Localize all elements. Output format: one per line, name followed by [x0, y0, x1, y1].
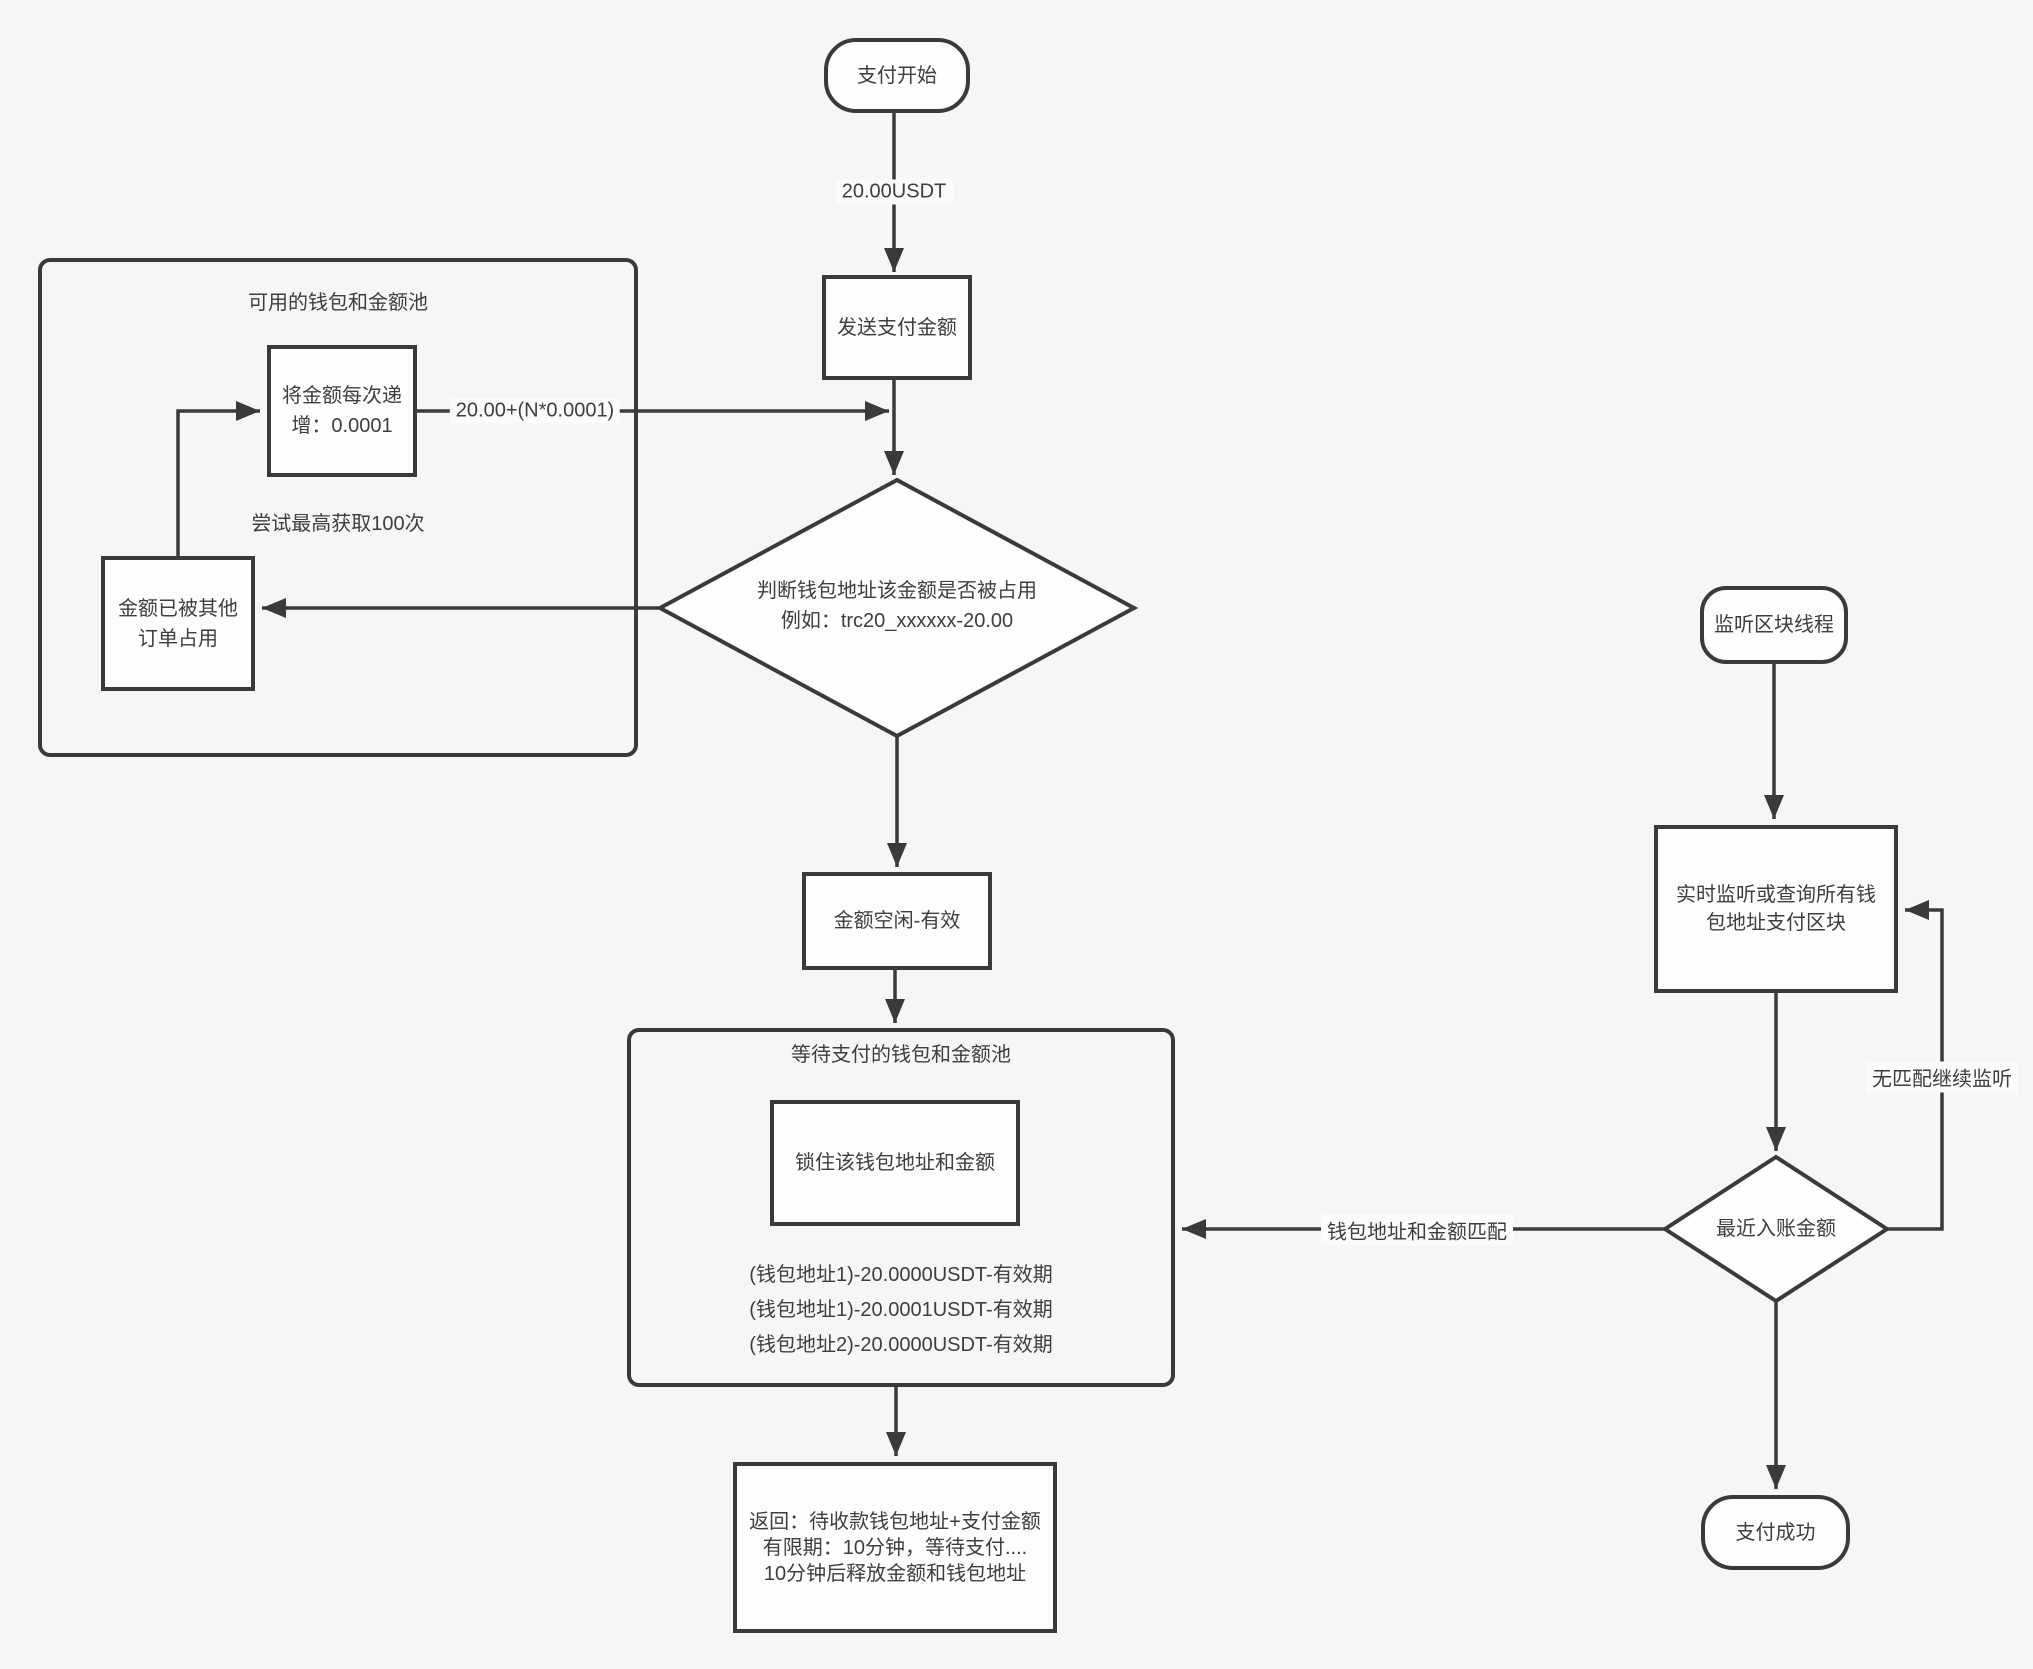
- node-return-payment-info: 返回：待收款钱包地址+支付金额 有限期：10分钟，等待支付.... 10分钟后释…: [733, 1462, 1057, 1633]
- pool-available-note: 尝试最高获取100次: [251, 513, 425, 535]
- decision-recent-amount-diamond: [1661, 1154, 1891, 1304]
- node-increment-amount: 将金额每次递 增：0.0001: [267, 345, 417, 477]
- decision-recent-amount-label: 最近入账金额: [1716, 1218, 1836, 1240]
- node-realtime-monitor: 实时监听或查询所有钱 包地址支付区块: [1654, 825, 1898, 993]
- pool-waiting-payment: [627, 1028, 1175, 1387]
- node-listen-block-thread: 监听区块线程: [1700, 586, 1848, 664]
- decision-check-occupied-diamond: [655, 477, 1139, 739]
- node-lock-wallet-amount: 锁住该钱包地址和金额: [770, 1100, 1020, 1226]
- pool-waiting-entries: (钱包地址1)-20.0000USDT-有效期 (钱包地址1)-20.0001U…: [749, 1264, 1053, 1356]
- edge-label-match: 钱包地址和金额匹配: [1321, 1214, 1513, 1246]
- pool-available-title: 可用的钱包和金额池: [248, 292, 428, 314]
- node-amount-occupied: 金额已被其他 订单占用: [101, 556, 255, 691]
- edge-occupied-to-increment: [176, 401, 260, 556]
- decision-check-occupied-label: 判断钱包地址该金额是否被占用 例如：trc20_xxxxxx-20.00: [757, 580, 1037, 632]
- edge-label-increment-formula: 20.00+(N*0.0001): [449, 398, 621, 424]
- pool-available-wallets: [38, 258, 638, 757]
- pool-waiting-title: 等待支付的钱包和金额池: [791, 1044, 1011, 1066]
- edge-label-no-match: 无匹配继续监听: [1866, 1061, 2018, 1093]
- node-payment-success: 支付成功: [1701, 1495, 1850, 1570]
- node-amount-free-valid: 金额空闲-有效: [802, 872, 992, 970]
- node-payment-start: 支付开始: [824, 38, 970, 113]
- node-send-payment-amount: 发送支付金额: [822, 275, 972, 380]
- edge-label-amount: 20.00USDT: [835, 179, 953, 205]
